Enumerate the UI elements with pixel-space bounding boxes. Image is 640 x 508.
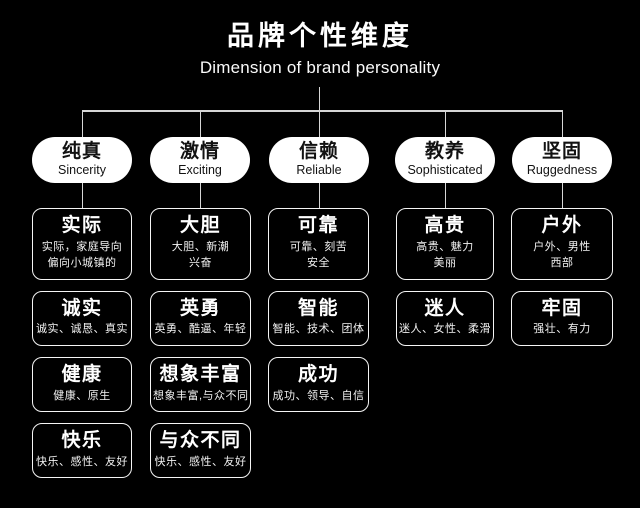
dimension-pill-reliable: 信赖 Reliable: [269, 137, 369, 183]
trait-title: 智能: [297, 297, 339, 319]
trait-title: 健康: [61, 363, 103, 385]
connector-line: [444, 110, 446, 138]
dimension-pill-sincerity: 纯真 Sincerity: [32, 137, 132, 183]
trait-desc: 诚实、诚恳、真实: [36, 323, 128, 336]
diagram-subtitle: Dimension of brand personality: [199, 58, 441, 77]
trait-box: 迷人 迷人、女性、柔滑: [396, 290, 494, 346]
trait-box: 成功 成功、领导、自信: [268, 356, 369, 413]
trait-box: 智能 智能、技术、团体: [268, 290, 369, 346]
trait-desc: 强壮、有力: [533, 323, 591, 336]
connector-line: [81, 110, 83, 138]
trait-box: 诚实 诚实、诚恳、真实: [32, 290, 132, 346]
trait-desc: 英勇、酷逼、年轻: [154, 323, 247, 336]
dimension-pill-ruggedness: 坚固 Ruggedness: [512, 137, 612, 183]
connector-line: [82, 110, 563, 112]
connector-line: [444, 183, 446, 208]
diagram-title: 品牌个性维度: [227, 21, 413, 51]
pill-label-zh: 坚固: [541, 141, 582, 163]
connector-line: [81, 183, 83, 208]
trait-box: 牢固 强壮、有力: [511, 290, 613, 346]
trait-title: 户外: [541, 215, 583, 236]
trait-title: 大胆: [179, 215, 221, 236]
trait-title: 迷人: [424, 297, 466, 319]
trait-desc: 成功、领导、自信: [272, 389, 365, 402]
pill-label-zh: 信赖: [298, 141, 339, 163]
trait-desc: 想象丰富,与众不同: [153, 389, 249, 402]
trait-title: 可靠: [297, 215, 339, 236]
trait-column-ruggedness: 户外 户外、男性 西部 牢固 强壮、有力: [511, 208, 613, 346]
trait-desc: 健康、原生: [53, 389, 111, 402]
dimension-pill-exciting: 激情 Exciting: [150, 137, 250, 183]
trait-desc: 实际，家庭导向 偏向小城镇的: [41, 240, 123, 270]
trait-box: 快乐 快乐、感性、友好: [32, 423, 132, 479]
trait-title: 实际: [61, 215, 103, 236]
dimension-pill-sophisticated: 教养 Sophisticated: [395, 137, 495, 183]
trait-desc: 迷人、女性、柔滑: [399, 323, 491, 336]
trait-desc: 快乐、感性、友好: [154, 455, 247, 468]
pill-label-zh: 教养: [424, 141, 465, 163]
trait-title: 想象丰富: [159, 363, 242, 385]
connector-line: [318, 183, 320, 208]
trait-column-exciting: 大胆 大胆、新潮 兴奋 英勇 英勇、酷逼、年轻 想象丰富 想象丰富,与众不同 与…: [150, 208, 251, 479]
pill-label-en: Ruggedness: [526, 163, 598, 178]
trait-column-reliable: 可靠 可靠、刻苦 安全 智能 智能、技术、团体 成功 成功、领导、自信: [268, 208, 369, 413]
trait-box: 可靠 可靠、刻苦 安全: [268, 208, 369, 280]
trait-desc: 快乐、感性、友好: [36, 455, 128, 468]
connector-line: [318, 87, 320, 111]
trait-title: 快乐: [61, 430, 103, 452]
pill-label-en: Reliable: [296, 163, 342, 178]
pill-label-zh: 激情: [179, 141, 220, 163]
trait-title: 与众不同: [159, 430, 242, 452]
connector-line: [199, 183, 201, 208]
trait-desc: 高贵、魅力 美丽: [416, 240, 474, 270]
trait-box: 与众不同 快乐、感性、友好: [150, 423, 251, 479]
trait-box: 想象丰富 想象丰富,与众不同: [150, 356, 251, 413]
trait-box: 大胆 大胆、新潮 兴奋: [150, 208, 251, 280]
trait-box: 户外 户外、男性 西部: [511, 208, 613, 280]
connector-line: [199, 110, 201, 138]
trait-title: 英勇: [179, 297, 221, 319]
trait-column-sincerity: 实际 实际，家庭导向 偏向小城镇的 诚实 诚实、诚恳、真实 健康 健康、原生 快…: [32, 208, 132, 479]
trait-column-sophisticated: 高贵 高贵、魅力 美丽 迷人 迷人、女性、柔滑: [396, 208, 494, 346]
pill-label-en: Exciting: [178, 163, 222, 178]
trait-box: 高贵 高贵、魅力 美丽: [396, 208, 494, 280]
connector-line: [318, 110, 320, 138]
trait-title: 成功: [297, 363, 339, 385]
trait-title: 高贵: [424, 215, 466, 236]
pill-label-en: Sincerity: [58, 163, 106, 178]
trait-desc: 大胆、新潮 兴奋: [171, 240, 230, 270]
pill-label-zh: 纯真: [61, 141, 102, 163]
connector-line: [561, 183, 563, 208]
trait-box: 英勇 英勇、酷逼、年轻: [150, 290, 251, 346]
pill-label-en: Sophisticated: [407, 163, 483, 178]
trait-desc: 户外、男性 西部: [533, 240, 591, 270]
trait-box: 实际 实际，家庭导向 偏向小城镇的: [32, 208, 132, 280]
connector-line: [561, 110, 563, 138]
trait-title: 诚实: [61, 297, 103, 319]
trait-desc: 可靠、刻苦 安全: [289, 240, 348, 270]
trait-title: 牢固: [541, 297, 583, 319]
trait-desc: 智能、技术、团体: [272, 323, 365, 336]
trait-box: 健康 健康、原生: [32, 356, 132, 413]
